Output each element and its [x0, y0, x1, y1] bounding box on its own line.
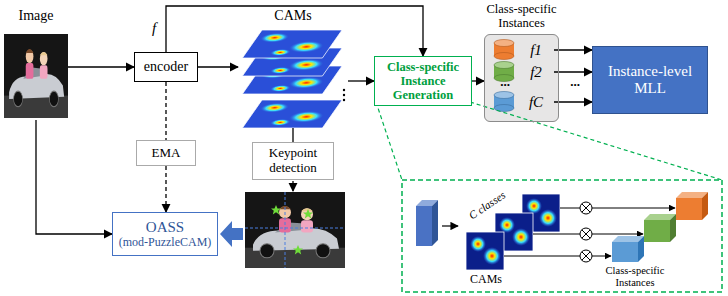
instance-feature: f2: [488, 62, 554, 82]
cam-stack: [242, 30, 345, 128]
node-text: OASS: [146, 219, 184, 236]
oass-box: OASS(mod-PuzzleCAM): [112, 212, 218, 256]
ema-box: EMA: [136, 140, 196, 166]
connector: [166, 6, 423, 56]
instance-feature: fC: [488, 92, 554, 112]
inset-detail: [376, 102, 722, 292]
connector: [68, 66, 134, 67]
connector: [36, 120, 112, 234]
edge-label: f: [151, 20, 157, 37]
node-text: fC: [529, 94, 543, 111]
keypoint-box: Keypoint detection: [252, 142, 334, 180]
node-text: Class-specific Instance Generation: [378, 60, 468, 102]
encoder-box: encoder: [134, 52, 198, 82]
figure-label: CAMs: [463, 273, 509, 286]
connector: [292, 128, 293, 142]
figure-label: ...: [562, 75, 588, 89]
instances-panel: Class-specific Instancesf1f2fC: [484, 34, 559, 122]
input-photo: [4, 34, 68, 118]
keypoint-photo: [245, 192, 345, 268]
keypoint-arrow: [292, 181, 293, 191]
node-text: f2: [530, 64, 542, 81]
cam-panel: CAMs: [238, 8, 348, 128]
node-text: CAMs: [274, 8, 311, 24]
mll-box: Instance-level MLL: [592, 46, 708, 114]
connector: [554, 49, 592, 50]
connector: [554, 71, 592, 72]
connector: [198, 66, 238, 67]
process-box: Class-specific Instance Generation: [374, 56, 472, 106]
connector: [165, 166, 166, 212]
node-text: f1: [530, 42, 542, 59]
connector: [554, 101, 592, 102]
block-arrow: [220, 221, 243, 247]
connector: [165, 82, 166, 140]
node-text: Keypoint detection: [255, 146, 331, 175]
figure-label: Class-specific Instances: [600, 265, 670, 288]
instance-feature: f1: [488, 40, 554, 60]
node-text: encoder: [144, 59, 188, 75]
panel-heading: Class-specific Instances: [474, 3, 569, 31]
connector: [348, 80, 374, 81]
node-text: Instance-level MLL: [597, 63, 703, 97]
node-text: EMA: [152, 146, 181, 161]
figure-label: ...: [492, 75, 518, 89]
node-text: (mod-PuzzleCAM): [119, 236, 212, 249]
instances-panel-fill: [484, 34, 559, 122]
image-panel: Image: [4, 8, 68, 120]
connector: [472, 80, 484, 81]
node-text: Image: [19, 8, 54, 24]
